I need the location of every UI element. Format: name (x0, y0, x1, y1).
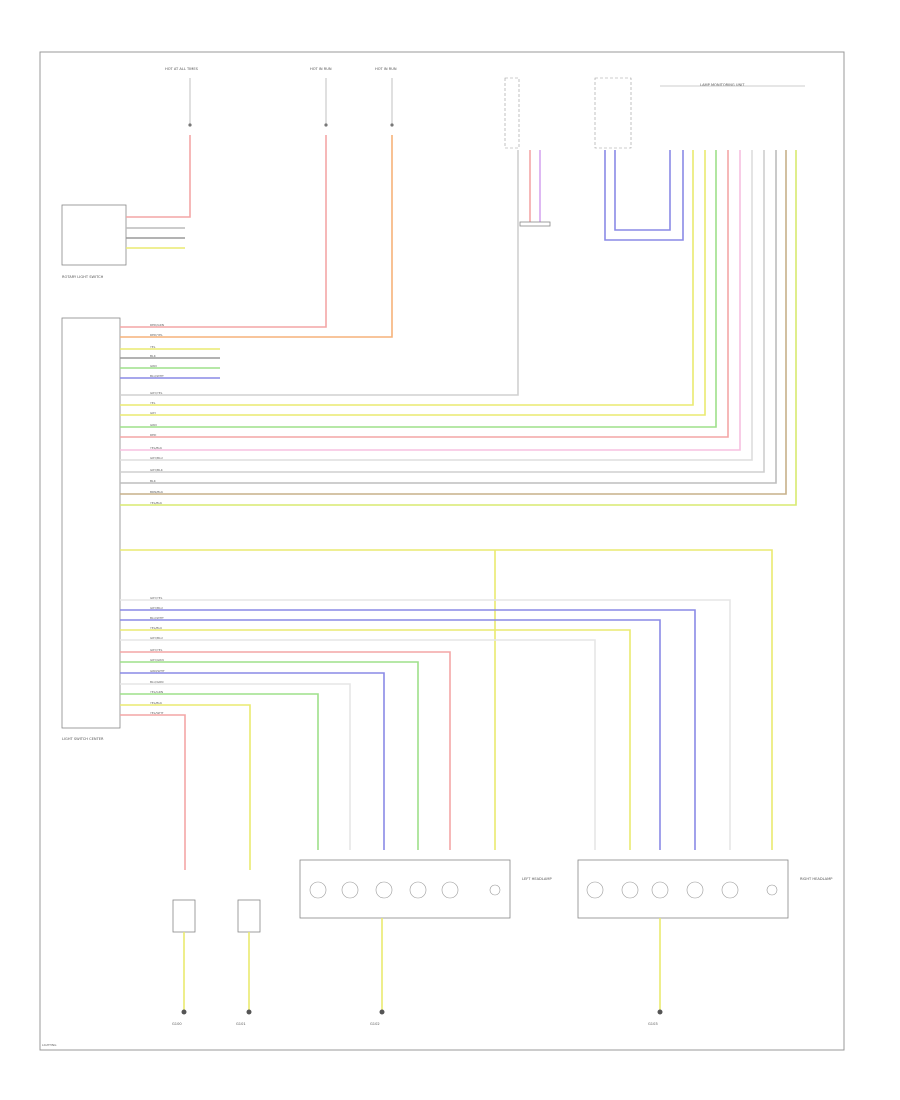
wire-red-1 (120, 150, 729, 438)
connector-dashed-2 (594, 77, 632, 149)
wire-blue-3 (120, 619, 661, 850)
module2-label: LIGHT SWITCH CENTER (62, 737, 104, 741)
footer-label: LIGHTING (42, 1043, 57, 1047)
wire-code-label: BLU/GRN (150, 680, 163, 684)
wire-code-label: GRY/BLK (150, 468, 164, 472)
wire-code-label: YEL/BLK (150, 501, 163, 505)
right-headlamp-label: RIGHT HEADLAMP (800, 877, 833, 881)
signal-wires (120, 150, 797, 506)
connector-dashed-1 (504, 77, 520, 149)
wire-blue-4 (120, 672, 385, 850)
power-source-2: HOT IN RUN (310, 67, 332, 127)
wire-code-label: GRN (150, 364, 157, 368)
wire-code-label: GRY (150, 411, 156, 415)
wire-gray-2 (120, 150, 753, 461)
wire-code-label: GRY/GRN (150, 658, 164, 662)
feed-red-2 (120, 135, 327, 328)
wire-blue-2 (120, 609, 696, 850)
wire-blue-loop-2 (614, 150, 671, 231)
wire-code-label: GRY/YEL (150, 391, 163, 395)
left-headlamp-label: LEFT HEADLAMP (522, 877, 552, 881)
wire-code-label: BLU/WHT (150, 374, 164, 378)
wire-yellow-bus (120, 549, 773, 850)
wire-code-label: GRN/WHT (150, 669, 165, 673)
ground-label-4: G103 (648, 1022, 658, 1026)
ground-label-1: G100 (172, 1022, 182, 1026)
small-lamp-1 (172, 899, 196, 933)
wire-green-2 (120, 661, 419, 850)
left-bulbs (309, 881, 501, 899)
right-bulbs (586, 881, 778, 899)
wire-gray-4 (120, 150, 777, 484)
power-source-3: HOT IN RUN (375, 67, 397, 127)
wire-red-3 (120, 714, 186, 870)
light-switch-center-box (61, 317, 121, 729)
wire-white-1 (120, 599, 731, 850)
wire-gray-1 (120, 150, 519, 396)
feed-orange (120, 135, 393, 338)
wire-code-label: BLK (150, 354, 157, 358)
wire-code-label: GRY/YEL (150, 648, 163, 652)
wire-code-label: RED (150, 433, 157, 437)
left-headlamp-box (299, 859, 511, 919)
small-connector (519, 221, 551, 227)
ground-label-2: G101 (236, 1022, 246, 1026)
small-lamp-2 (237, 899, 261, 933)
wire-gray-3 (120, 150, 765, 473)
top-right-group-label: LAMP MONITORING UNIT (700, 83, 745, 87)
rotary-light-switch-box (61, 204, 127, 266)
ground-icon-4 (657, 1009, 663, 1015)
wire-code-label: BLU/WHT (150, 616, 164, 620)
wire-yellow-4 (120, 629, 631, 850)
wire-yellow-3 (120, 150, 797, 506)
wire-blue-loop (604, 150, 684, 241)
power-label-1: HOT AT ALL TIMES (165, 67, 199, 71)
wire-pink-1 (120, 150, 741, 451)
diagram-border (39, 51, 845, 1051)
wire-code-label: GRN (150, 423, 157, 427)
wire-code-label: YEL/BLK (150, 701, 163, 705)
wire-code-label: YEL/WHT (150, 711, 164, 715)
ground-label-3: G102 (370, 1022, 380, 1026)
wire-code-label: RED/GRN (150, 323, 164, 327)
wire-red-2 (120, 651, 451, 850)
wire-code-label: RED/YEL (150, 333, 163, 337)
wire-code-label: GRY/YEL (150, 596, 163, 600)
wire-code-label: YEL (150, 401, 156, 405)
wire-code-label: GRY/BLU (150, 456, 163, 460)
wire-code-label: GRY/BLU (150, 636, 163, 640)
ground-icon-2 (246, 1009, 252, 1015)
wire-code-label: GRY/BLU (150, 606, 163, 610)
wire-brown-1 (120, 150, 787, 495)
wire-yellow-5 (120, 704, 251, 870)
wire-white-2 (120, 639, 596, 850)
power-label-3: HOT IN RUN (375, 67, 397, 71)
ground-icon-1 (181, 1009, 187, 1015)
wire-green-1 (120, 150, 717, 428)
module1-label: ROTARY LIGHT SWITCH (62, 275, 104, 279)
feed-red-1 (126, 135, 191, 218)
wire-code-label: YEL (150, 345, 156, 349)
wire-code-label: BLK (150, 479, 157, 483)
right-headlamp-box (577, 859, 789, 919)
wire-code-label: YEL/GRN (150, 690, 163, 694)
wire-code-label: YEL/BLU (150, 626, 162, 630)
wire-code-label: BRN/BLK (150, 490, 164, 494)
wire-yellow-1 (120, 150, 694, 406)
wire-code-label: YEL/BLK (150, 446, 163, 450)
wire-yellow-2 (120, 150, 706, 416)
ground-icon-3 (379, 1009, 385, 1015)
wire-white-3 (120, 683, 351, 850)
wire-green-3 (120, 693, 319, 850)
power-source-1: HOT AT ALL TIMES (165, 67, 199, 127)
power-label-2: HOT IN RUN (310, 67, 332, 71)
